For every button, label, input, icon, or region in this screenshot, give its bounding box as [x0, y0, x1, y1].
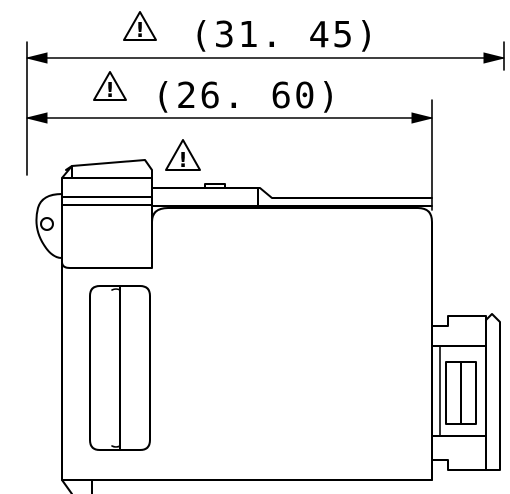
- latch-warning: !: [165, 139, 201, 172]
- dimension-body: ! (26. 60): [26, 71, 433, 211]
- svg-text:!: !: [178, 148, 187, 172]
- top-rail: [151, 183, 433, 207]
- arrowhead-left-body: [26, 112, 48, 124]
- arrowhead-left-overall: [26, 52, 48, 64]
- warning-triangle-icon: !: [93, 71, 127, 102]
- dimension-label-body: (26. 60): [152, 76, 341, 117]
- svg-text:!: !: [105, 78, 114, 102]
- arrowhead-right-overall: [483, 52, 505, 64]
- main-housing: [61, 207, 433, 481]
- connector-outline: [35, 159, 501, 494]
- mounting-tab: [35, 193, 63, 259]
- dimension-label-overall: (31. 45): [190, 15, 379, 56]
- grip-window: [89, 285, 151, 451]
- terminal-side: [431, 313, 501, 471]
- latch-housing: [61, 159, 153, 263]
- warning-mark: !: [135, 18, 144, 42]
- bottom-foot: [61, 479, 93, 494]
- warning-triangle-icon: !: [165, 139, 201, 172]
- warning-triangle-icon: !: [123, 11, 157, 42]
- dimension-overall: ! (31. 45): [26, 11, 505, 176]
- arrowhead-right-body: [411, 112, 433, 124]
